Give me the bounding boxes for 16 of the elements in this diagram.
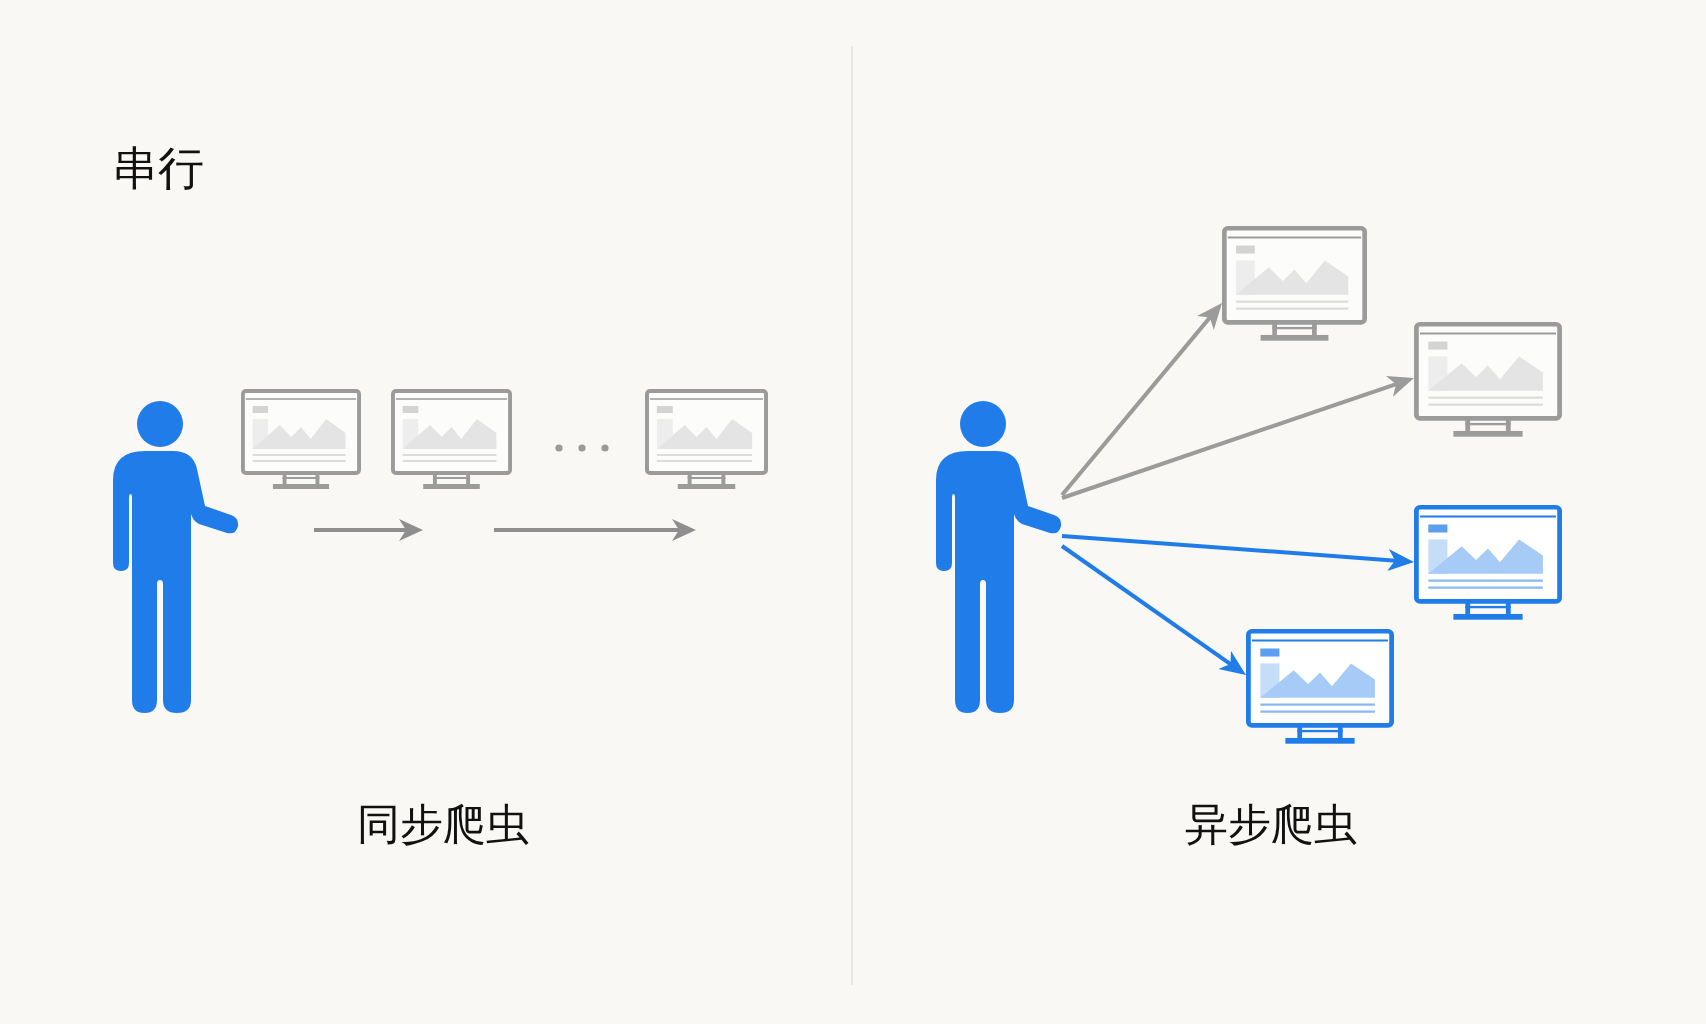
panel-caption: 同步爬虫 — [357, 800, 529, 850]
person-icon — [936, 400, 1062, 713]
arrow — [1061, 376, 1415, 500]
monitor-icon — [645, 389, 768, 491]
arrow — [1060, 301, 1224, 497]
monitor-icon — [391, 389, 512, 491]
arrow — [1061, 534, 1415, 572]
monitor-icon — [241, 389, 361, 491]
monitor-icon — [1222, 226, 1367, 343]
monitor-icon — [1414, 322, 1562, 439]
panel-caption: 异步爬虫 — [1185, 800, 1357, 850]
panel-title: 串行 — [112, 142, 204, 195]
monitor-icon — [1246, 629, 1394, 746]
monitor-icon — [1414, 505, 1562, 622]
arrow — [1060, 544, 1248, 677]
person-icon — [113, 400, 239, 713]
